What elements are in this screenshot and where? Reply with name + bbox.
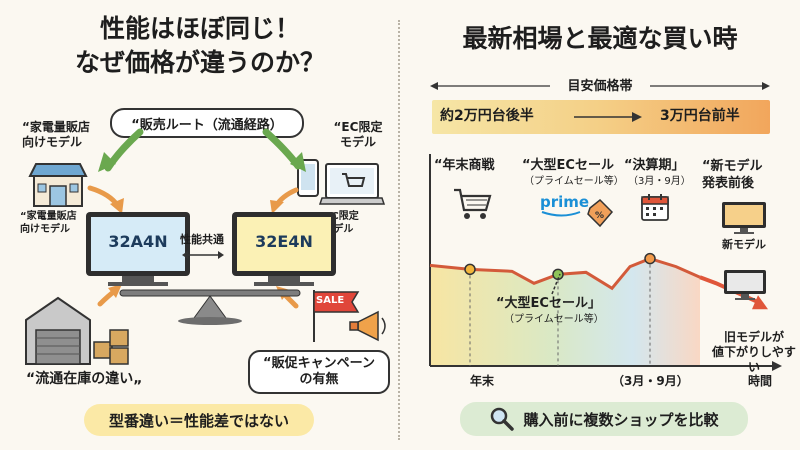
price-high: 3万円台前半	[660, 108, 740, 124]
store-icon	[28, 163, 88, 207]
svg-text:%: %	[595, 211, 604, 221]
event-point	[644, 252, 656, 265]
mid-callout-sub: （プライムセール等）	[504, 314, 604, 325]
event-label-ec-sale: “大型ECセール	[522, 158, 614, 173]
event-label-fiscal: “決算期」	[624, 158, 685, 173]
price-low: 約2万円台後半	[440, 108, 534, 124]
prime-logo: prime	[540, 193, 590, 211]
compare-tip-banner: 購入前に複数ショップを比較	[460, 402, 748, 436]
right-title: 最新相場と最適な買い時	[462, 24, 738, 53]
tv-left-model: 32A4N	[108, 232, 168, 251]
event-label-year-end: “年末商戦	[434, 158, 495, 173]
same-performance-label: 性能共通	[180, 233, 224, 246]
x-tick-fiscal: （3月・9月）	[612, 374, 689, 388]
tv-right-model: 32E4N	[255, 232, 313, 251]
price-band-label: 目安価格帯	[550, 79, 650, 94]
price-trend-chart	[429, 154, 782, 371]
discount-tag-icon: %	[587, 198, 614, 228]
magnifier-icon	[491, 407, 515, 431]
price-trend-line	[429, 257, 701, 291]
event-label-new-model: “新モデル 発表前後	[702, 159, 763, 191]
balance-scale-icon	[119, 289, 301, 325]
left-title-line1: 性能はほぼ同じ！	[99, 14, 300, 43]
retail-label-bottom: “家電量販店 向けモデル	[20, 211, 77, 235]
price-drop-arrowhead	[752, 295, 768, 310]
event-point	[464, 263, 476, 276]
x-tick-year-end: 年末	[470, 374, 495, 388]
event-sub-ec-sale: （プライムセール等）	[524, 176, 624, 187]
calendar-icon	[641, 194, 669, 221]
price-band-arrow-mid	[574, 112, 642, 122]
warehouse-icon	[25, 296, 129, 365]
panel-divider	[398, 20, 400, 440]
mid-callout-title: “大型ECセール」	[496, 296, 601, 311]
mid-callout-pointer	[551, 273, 561, 295]
tv-left-icon	[86, 212, 190, 286]
sale-flag-text: SALE	[316, 295, 345, 306]
price-area	[430, 258, 700, 366]
sale-flag-icon	[313, 290, 386, 342]
conclusion-banner: 型番違い＝性能差ではない	[84, 404, 314, 436]
ec-label-top: “EC限定 モデル	[333, 120, 383, 149]
old-model-tv-icon	[724, 270, 766, 300]
prime-smile-icon	[541, 211, 581, 217]
phone-laptop-icon	[297, 159, 386, 205]
warehouse-label: “流通在庫の違い„	[26, 371, 143, 387]
event-sub-fiscal: （3月・9月）	[628, 176, 691, 187]
x-tick-time: 時間	[748, 374, 773, 388]
old-model-label: 旧モデルが 値下がりしやすい	[712, 330, 796, 374]
new-model-tv-icon	[722, 202, 766, 234]
left-title-line2: なぜ価格が違うのか？	[74, 48, 325, 77]
x-axis-arrowhead	[772, 361, 782, 371]
promo-bubble: “販促キャンペーン の有無	[248, 350, 390, 394]
retail-label-top: “家電量販店 向けモデル	[22, 120, 90, 149]
compare-tip-text: 購入前に複数ショップを比較	[523, 410, 719, 429]
new-model-label: 新モデル	[722, 238, 766, 251]
double-arrow-icon	[182, 251, 224, 259]
cart-icon	[454, 188, 492, 219]
tv-right-icon	[232, 212, 336, 286]
ec-label-bottom: “EC限定 モデル	[318, 211, 359, 235]
